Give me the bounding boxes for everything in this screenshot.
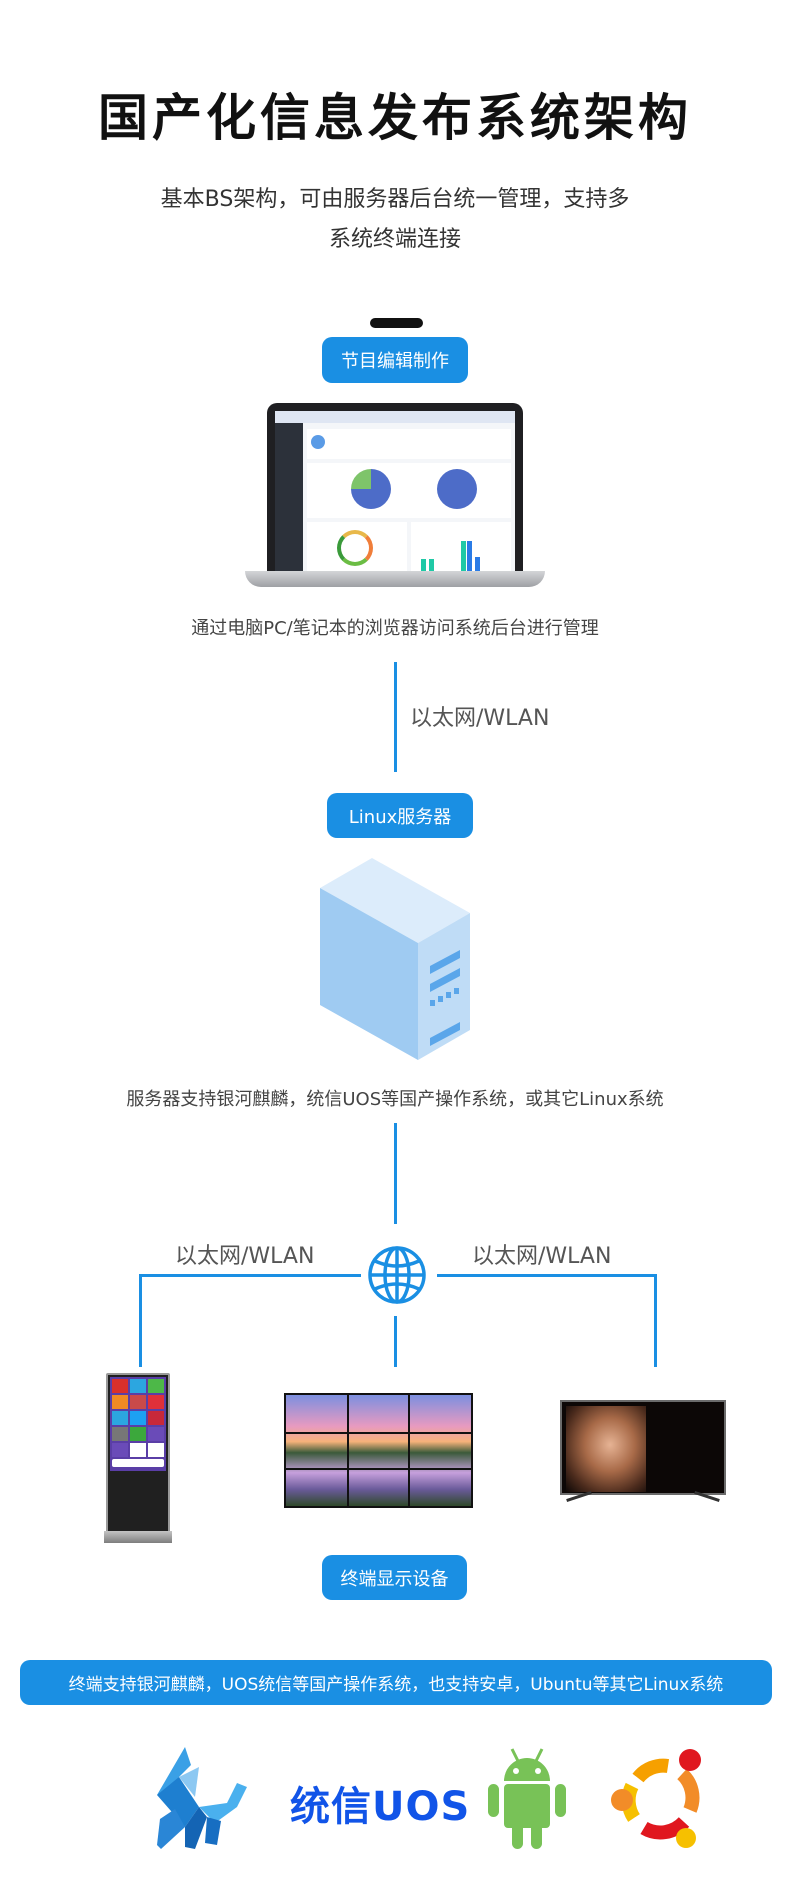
- terminal-devices-badge: 终端显示设备: [322, 1555, 467, 1600]
- page-title: 国产化信息发布系统架构: [98, 89, 692, 147]
- link-label-left: 以太网/WLAN: [175, 1244, 315, 1269]
- connector-server-network: [394, 1123, 397, 1224]
- program-edit-badge: 节目编辑制作: [322, 337, 468, 383]
- linux-server-badge: Linux服务器: [327, 793, 473, 838]
- pc-caption: 通过电脑PC/笔记本的浏览器访问系统后台进行管理: [191, 618, 599, 639]
- connector-left-horizontal: [139, 1274, 361, 1277]
- server-tower-icon: [320, 858, 470, 1060]
- link-label-pc-server: 以太网/WLAN: [410, 706, 550, 731]
- android-logo: [488, 1747, 566, 1849]
- page-subtitle: 基本BS架构，可由服务器后台统一管理，支持多 系统终端连接: [120, 180, 670, 260]
- os-support-banner: 终端支持银河麒麟，UOS统信等国产操作系统，也支持安卓，Ubuntu等其它Lin…: [20, 1660, 772, 1705]
- connector-center-vertical: [394, 1316, 397, 1367]
- laptop-dashboard-image: [245, 403, 545, 595]
- floor-standing-kiosk-image: [104, 1373, 172, 1543]
- server-caption: 服务器支持银河麒麟，统信UOS等国产操作系统，或其它Linux系统: [126, 1089, 664, 1110]
- connector-left-vertical: [139, 1274, 142, 1367]
- connector-pc-server: [394, 662, 397, 772]
- ubuntu-logo: [610, 1748, 702, 1848]
- globe-icon: [367, 1245, 427, 1305]
- subtitle-line-1: 基本BS架构，可由服务器后台统一管理，支持多: [160, 187, 630, 212]
- kylin-logo: [155, 1747, 247, 1849]
- connector-right-horizontal: [437, 1274, 657, 1277]
- connector-right-vertical: [654, 1274, 657, 1367]
- title-divider: [370, 318, 423, 328]
- uos-logo-text: 统信UOS: [290, 1784, 471, 1830]
- subtitle-line-2: 系统终端连接: [328, 227, 461, 252]
- link-label-right: 以太网/WLAN: [472, 1244, 612, 1269]
- tv-screen-image: [560, 1400, 726, 1508]
- video-wall-image: [284, 1393, 473, 1508]
